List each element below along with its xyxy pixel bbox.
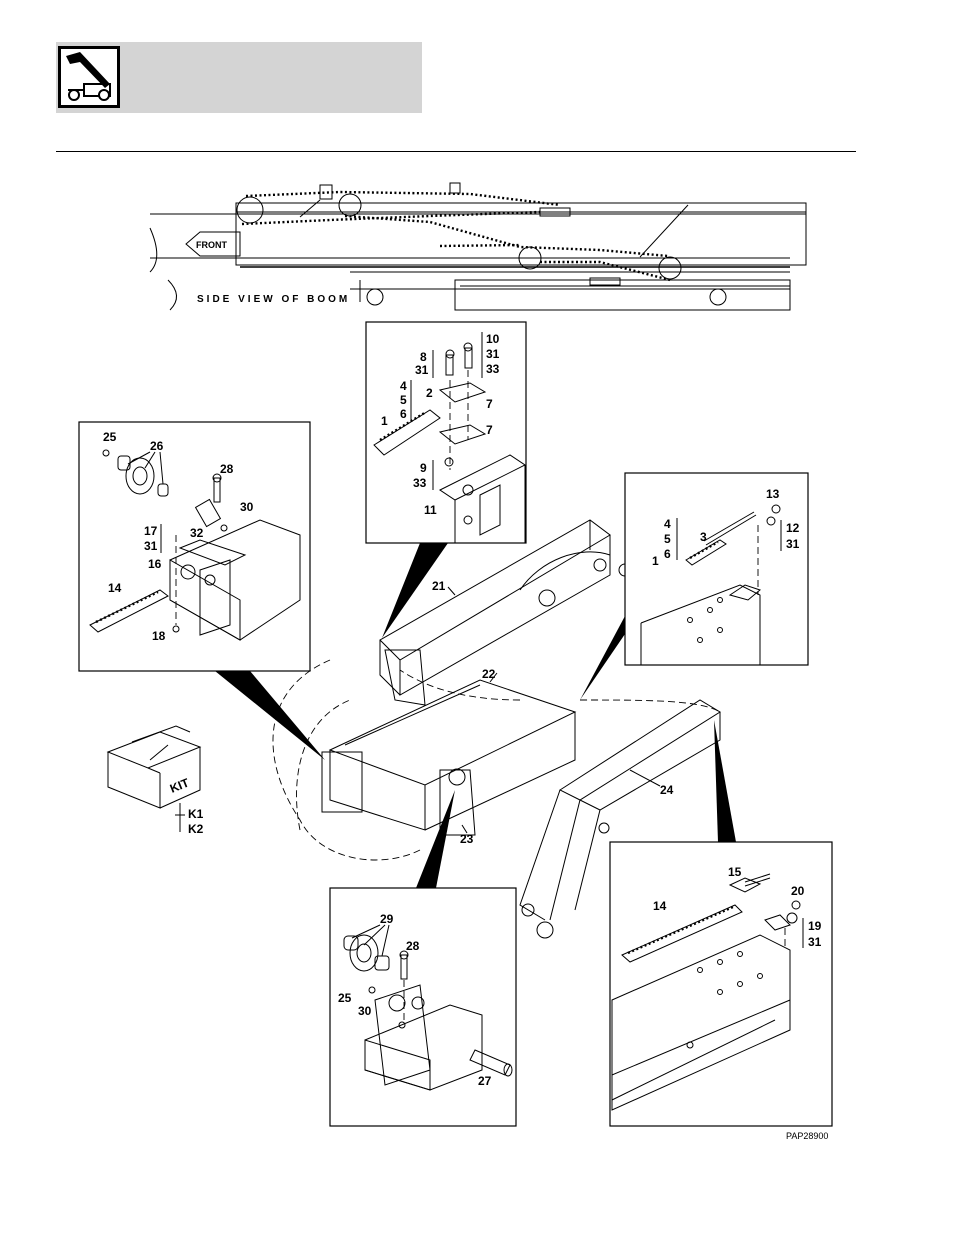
callout-28b: 28: [406, 939, 420, 953]
callout-27: 27: [478, 1074, 492, 1088]
leader-bottom-left: [416, 790, 455, 888]
callout-5: 5: [400, 393, 407, 407]
callout-32: 32: [190, 526, 204, 540]
callout-19: 19: [808, 919, 822, 933]
callout-2: 2: [426, 386, 433, 400]
callout-30b: 30: [358, 1004, 372, 1018]
callout-31d: 31: [786, 537, 800, 551]
callout-7a: 7: [486, 397, 493, 411]
callout-33b: 33: [413, 476, 427, 490]
callout-21: 21: [432, 579, 446, 593]
callout-22: 22: [482, 667, 496, 681]
callout-23: 23: [460, 832, 474, 846]
detail-left: 25 26 28 30 17 31 32 16 14 18: [79, 422, 310, 671]
detail-top: 10 31 33 8 31 4 5 6 2 7 1 7 9 33 11: [366, 322, 526, 543]
callout-18: 18: [152, 629, 166, 643]
callout-17: 17: [144, 524, 158, 538]
detail-bottom-right: 15 14 20 19 31: [610, 842, 832, 1126]
callout-31b: 31: [415, 363, 429, 377]
callout-28a: 28: [220, 462, 234, 476]
callout-13: 13: [766, 487, 780, 501]
leader-left: [215, 671, 325, 760]
callout-24: 24: [660, 783, 674, 797]
callout-26: 26: [150, 439, 164, 453]
front-label: FRONT: [196, 240, 227, 250]
callout-7b: 7: [486, 423, 493, 437]
callout-8: 8: [420, 350, 427, 364]
callout-4b: 4: [664, 517, 671, 531]
callout-1b: 1: [652, 554, 659, 568]
callout-25a: 25: [103, 430, 117, 444]
kit-box: KIT K1 K2: [108, 726, 204, 836]
callout-k1: K1: [188, 807, 204, 821]
side-view-of-boom: FRONT SIDE VIEW OF BOOM: [150, 183, 806, 310]
callout-6: 6: [400, 407, 407, 421]
callout-3: 3: [700, 530, 707, 544]
callout-9: 9: [420, 461, 427, 475]
kit-box-text: KIT: [168, 775, 192, 795]
callout-31e: 31: [808, 935, 822, 949]
callout-10: 10: [486, 332, 500, 346]
callout-14a: 14: [108, 581, 122, 595]
leader-bottom-right: [714, 720, 736, 842]
callout-15: 15: [728, 865, 742, 879]
callout-29: 29: [380, 912, 394, 926]
callout-5b: 5: [664, 532, 671, 546]
callout-11: 11: [424, 503, 437, 517]
side-view-caption: SIDE VIEW OF BOOM: [197, 294, 350, 305]
callout-16: 16: [148, 557, 162, 571]
callout-33a: 33: [486, 362, 500, 376]
callout-31c: 31: [144, 539, 158, 553]
callout-6b: 6: [664, 547, 671, 561]
detail-right: 13 4 5 6 3 12 31 1: [625, 473, 808, 665]
callout-14b: 14: [653, 899, 667, 913]
callout-31a: 31: [486, 347, 500, 361]
callout-30a: 30: [240, 500, 254, 514]
callout-k2: K2: [188, 822, 204, 836]
callout-1: 1: [381, 414, 388, 428]
figure-id: PAP28900: [786, 1131, 828, 1141]
callout-4: 4: [400, 379, 407, 393]
leader-right: [580, 616, 625, 700]
callout-12: 12: [786, 521, 800, 535]
callout-20: 20: [791, 884, 805, 898]
detail-bottom-left: 29 28 25 30 27: [330, 888, 516, 1126]
callout-25b: 25: [338, 991, 352, 1005]
